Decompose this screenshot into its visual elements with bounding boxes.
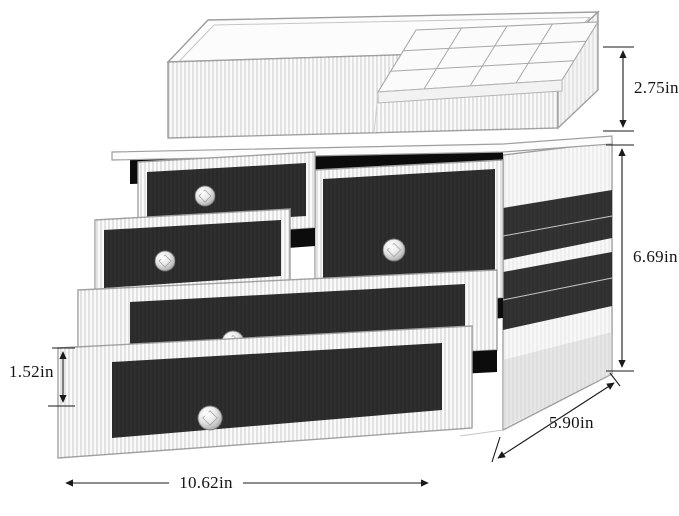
- dim-depth: 5.90in: [491, 372, 621, 463]
- dim-main-height-label: 6.69in: [633, 247, 678, 266]
- crystal-knob: [194, 185, 216, 207]
- crystal-knob: [154, 250, 176, 272]
- dimension-annotations: 2.75in 6.69in 5.90in 10.62in 1.52in: [9, 46, 679, 493]
- grid-front-wall: [377, 79, 563, 104]
- dim-width-label: 10.62in: [179, 473, 233, 492]
- top-tray: [166, 10, 600, 139]
- drawer-top-right: [314, 159, 504, 313]
- crystal-knob: [197, 405, 223, 431]
- dim-drawer-height: 1.52in: [9, 347, 75, 407]
- drawer-row4-bottom: [57, 325, 473, 459]
- cabinet-lid: [111, 135, 613, 161]
- cabinet-bottom-edge: [459, 429, 504, 437]
- dim-width: 10.62in: [65, 471, 429, 493]
- dim-top-height: 2.75in: [603, 46, 679, 132]
- drawer-row2-left: [94, 208, 291, 305]
- dim-depth-label: 5.90in: [549, 413, 594, 432]
- lipstick-grid: [373, 21, 600, 135]
- dim-main-height: 6.69in: [606, 144, 678, 372]
- cabinet-side-panel: [502, 141, 613, 432]
- dim-top-height-label: 2.75in: [634, 78, 679, 97]
- dim-drawer-height-label: 1.52in: [9, 362, 54, 381]
- crystal-knob: [382, 238, 406, 262]
